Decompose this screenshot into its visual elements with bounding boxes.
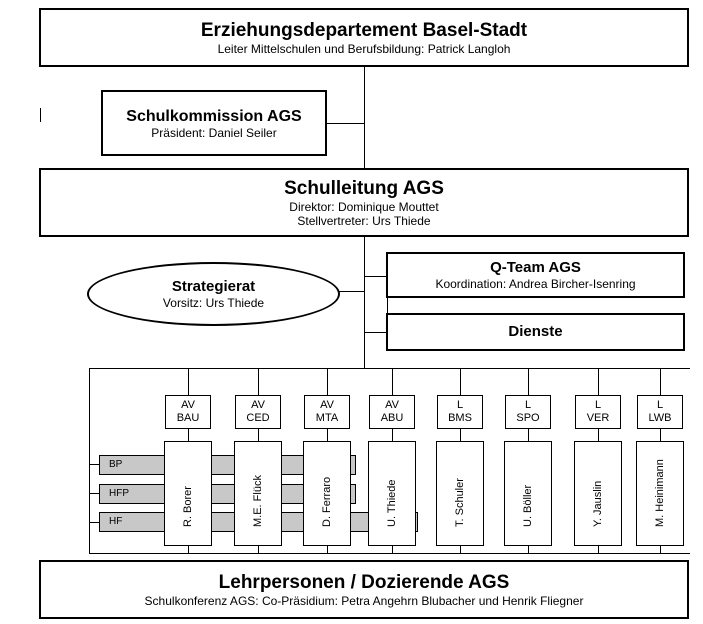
program-connector-hf [89, 522, 99, 523]
person-box-lwb: M. Heinimann [636, 441, 684, 546]
person-name: Y. Jauslin [592, 480, 604, 527]
strategierat-ellipse: Strategierat Vorsitz: Urs Thiede [87, 262, 340, 326]
dienste-connector [364, 332, 387, 333]
person-name: M.E. Flück [252, 475, 264, 527]
person-box-ver: Y. Jauslin [574, 441, 622, 546]
program-bar-bp: BP [99, 455, 356, 475]
person-name: T. Schuler [454, 478, 466, 527]
dept-code: BMS [448, 412, 472, 424]
dienste-title: Dienste [508, 323, 563, 340]
dept-role: AV [251, 399, 265, 411]
dept-code: ABU [380, 412, 404, 424]
dept-role: L [594, 399, 602, 411]
dept-box-bau: AV BAU [165, 395, 211, 429]
person-box-abu: U. Thiede [368, 441, 416, 546]
dept-role: L [656, 399, 664, 411]
dept-code: VER [586, 412, 610, 424]
person-name: U. Böller [522, 484, 534, 527]
dept-code: CED [246, 412, 270, 424]
qteam-box: Q-Team AGS Koordination: Andrea Bircher-… [386, 252, 685, 298]
program-connector-hfp [89, 493, 99, 494]
program-bar-hfp: HFP [99, 484, 356, 504]
person-box-bau: R. Borer [164, 441, 212, 546]
lehrpersonen-box: Lehrpersonen / Dozierende AGS Schulkonfe… [39, 560, 689, 619]
dept-code: MTA [315, 412, 339, 424]
schulleitung-box: Schulleitung AGS Direktor: Dominique Mou… [39, 168, 689, 237]
person-name: R. Borer [182, 486, 194, 527]
strategierat-connector [339, 291, 364, 292]
dept-role: L [456, 399, 464, 411]
strategierat-title: Strategierat [171, 278, 256, 295]
strategierat-subtitle: Vorsitz: Urs Thiede [162, 296, 265, 310]
dept-code: BAU [176, 412, 200, 424]
program-branch-line [89, 368, 90, 524]
dept-box-mta: AV MTA [304, 395, 350, 429]
dept-box-spo: L SPO [505, 395, 551, 429]
dept-box-ced: AV CED [235, 395, 281, 429]
qteam-title: Q-Team AGS [490, 259, 581, 276]
dept-role: AV [181, 399, 195, 411]
dept-box-lwb: L LWB [637, 395, 683, 429]
schulleitung-deputy: Stellvertreter: Urs Thiede [297, 213, 431, 228]
lehrpersonen-title: Lehrpersonen / Dozierende AGS [218, 571, 510, 593]
dept-box-ver: L VER [575, 395, 621, 429]
person-box-spo: U. Böller [504, 441, 552, 546]
dept-role: AV [385, 399, 399, 411]
dept-role: AV [320, 399, 334, 411]
department-bus-line [89, 368, 690, 369]
schulleitung-title: Schulleitung AGS [284, 177, 444, 199]
schulkommission-subtitle: Präsident: Daniel Seiler [151, 125, 277, 140]
dept-box-abu: AV ABU [369, 395, 415, 429]
left-edge-marker [40, 108, 41, 122]
person-name: D. Ferraro [321, 476, 333, 527]
person-box-ced: M.E. Flück [234, 441, 282, 546]
dept-code: LWB [648, 412, 672, 424]
person-box-bms: T. Schuler [436, 441, 484, 546]
bottom-left-line [89, 524, 90, 554]
lehrpersonen-subtitle: Schulkonferenz AGS: Co-Präsidium: Petra … [144, 593, 584, 608]
kommission-connector [326, 123, 364, 124]
dienste-box: Dienste [386, 313, 685, 351]
schulkommission-box: Schulkommission AGS Präsident: Daniel Se… [101, 90, 327, 156]
schulkommission-title: Schulkommission AGS [126, 107, 302, 125]
dept-box-bms: L BMS [437, 395, 483, 429]
person-box-mta: D. Ferraro [303, 441, 351, 546]
bottom-bus-line [89, 553, 690, 554]
erziehungsdepartement-box: Erziehungsdepartement Basel-Stadt Leiter… [39, 8, 689, 67]
erziehungsdepartement-title: Erziehungsdepartement Basel-Stadt [200, 19, 528, 41]
person-name: U. Thiede [386, 479, 398, 528]
qteam-subtitle: Koordination: Andrea Bircher-Isenring [435, 277, 636, 291]
person-name: M. Heinimann [654, 459, 666, 527]
schulleitung-director: Direktor: Dominique Mouttet [289, 199, 439, 214]
dept-role: L [524, 399, 532, 411]
qteam-connector [364, 276, 387, 277]
dept-code: SPO [516, 412, 540, 424]
erziehungsdepartement-subtitle: Leiter Mittelschulen und Berufsbildung: … [217, 41, 511, 56]
program-connector-bp [89, 464, 99, 465]
